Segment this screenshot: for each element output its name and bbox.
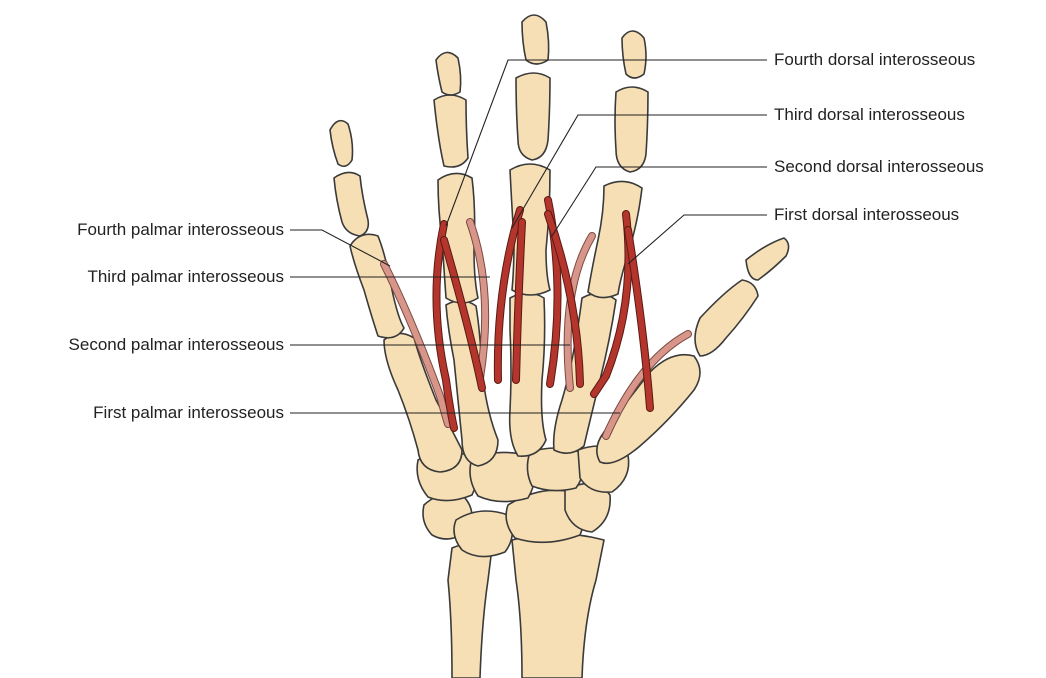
label-fourth-dorsal: Fourth dorsal interosseous xyxy=(774,50,975,70)
forearm-bones xyxy=(448,534,604,678)
index-middle-phalanx xyxy=(615,87,648,172)
middle-distal-phalanx xyxy=(522,15,549,64)
label-second-dorsal: Second dorsal interosseous xyxy=(774,157,984,177)
triquetrum-bone xyxy=(454,511,512,557)
little-distal-phalanx xyxy=(330,121,353,167)
label-second-palmar: Second palmar interosseous xyxy=(69,335,284,355)
thumb-distal-phalanx xyxy=(746,238,789,280)
label-fourth-palmar: Fourth palmar interosseous xyxy=(77,220,284,240)
middle-middle-phalanx xyxy=(516,73,550,160)
thumb-proximal-phalanx xyxy=(695,280,758,356)
leader-second-dorsal xyxy=(552,167,767,236)
ulna-bone xyxy=(448,544,492,678)
ring-middle-phalanx xyxy=(434,95,468,167)
little-middle-phalanx xyxy=(334,172,368,236)
label-first-dorsal: First dorsal interosseous xyxy=(774,205,959,225)
leader-first-dorsal xyxy=(628,215,767,264)
label-first-palmar: First palmar interosseous xyxy=(93,403,284,423)
trapezoid-bone xyxy=(527,448,583,491)
radius-bone xyxy=(512,534,604,678)
index-distal-phalanx xyxy=(622,31,646,78)
ring-distal-phalanx xyxy=(436,52,461,95)
label-third-dorsal: Third dorsal interosseous xyxy=(774,105,965,125)
label-third-palmar: Third palmar interosseous xyxy=(87,267,284,287)
